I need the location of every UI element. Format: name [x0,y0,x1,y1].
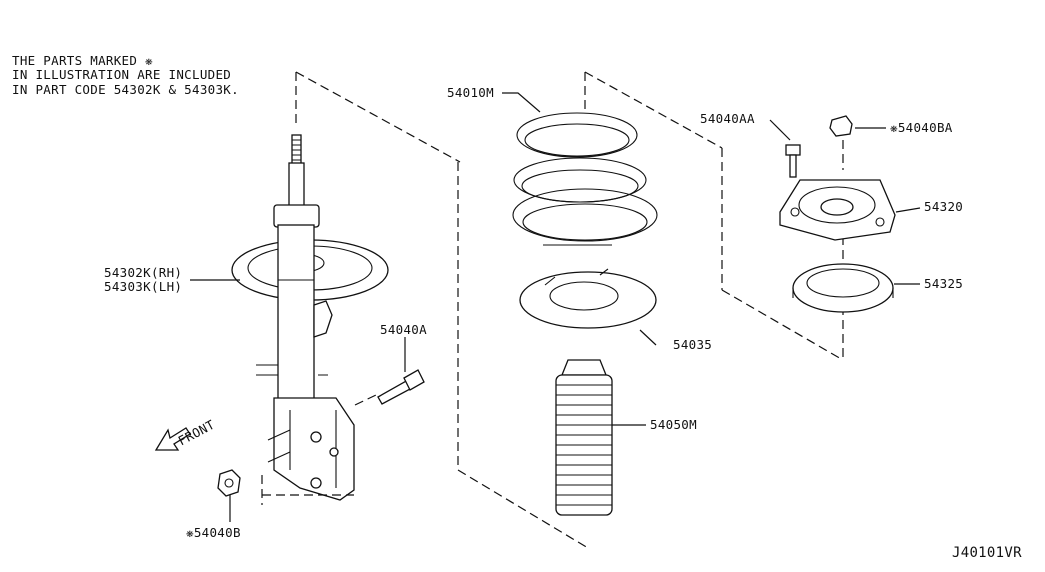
bolt-54040A [377,369,425,405]
assembly-outline-left [295,71,589,549]
label-bearing: 54325 [924,276,964,291]
mount-bearing [792,263,894,313]
label-seat: 54035 [673,337,713,352]
label-mount-bolt: 54040AA [700,111,755,126]
label-strut-rh: 54302K(RH) [104,265,183,280]
note-line-1: THE PARTS MARKED ❋ [12,53,153,68]
mount-nut [829,115,853,170]
front-arrow-icon [154,427,191,451]
label-bolt: 54040A [380,322,427,337]
note-line-2: IN ILLUSTRATION ARE INCLUDED [12,67,232,82]
leader-lines [190,92,921,522]
label-nut: ❋54040B [186,525,241,540]
nut-54040B [217,469,241,497]
label-mount: 54320 [924,199,964,214]
bound-bumper [555,359,613,516]
strut-assembly [231,134,389,505]
strut-mount [779,179,896,241]
coil-spring [512,112,658,246]
label-mount-nut: ❋54040BA [890,120,953,135]
label-bound-bumper: 54050M [650,417,697,432]
mount-bolt [785,144,801,178]
spring-seat [519,268,657,329]
diagram-code: J40101VR [952,545,1022,561]
note-line-3: IN PART CODE 54302K & 54303K. [12,82,239,97]
label-strut-lh: 54303K(LH) [104,279,183,294]
label-spring: 54010M [447,85,494,100]
